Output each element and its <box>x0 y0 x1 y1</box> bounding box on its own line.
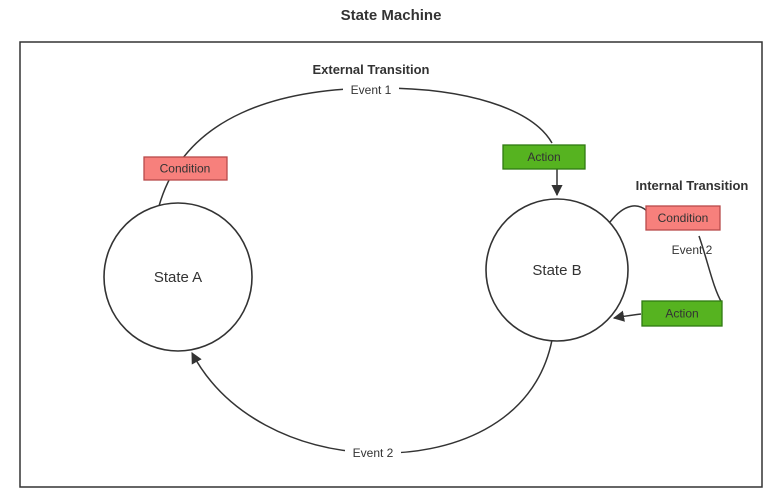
diagram-title: State Machine <box>341 7 442 24</box>
state-a-node <box>103 202 253 352</box>
external-action-box <box>502 144 586 170</box>
internal-action-box <box>641 300 723 327</box>
internal-condition-label: Condition <box>658 211 709 225</box>
return-event2-label-backing <box>345 446 401 460</box>
internal-event2-label: Event 2 <box>672 243 713 257</box>
internal-transition-heading: Internal Transition <box>636 178 749 193</box>
event1-label: Event 1 <box>351 83 392 97</box>
internal-transition-arrow-to-state-b <box>612 310 642 322</box>
state-b-node <box>485 198 629 342</box>
external-action-label: Action <box>527 150 560 164</box>
state-a-label: State A <box>154 269 202 286</box>
internal-condition-box <box>645 205 721 231</box>
internal-transition-curve-to-action <box>698 235 723 304</box>
return-event2-label: Event 2 <box>353 446 394 460</box>
event1-label-backing <box>343 82 399 97</box>
external-transition-heading: External Transition <box>312 62 429 77</box>
internal-transition-curve-to-condition <box>609 205 648 223</box>
external-condition-label: Condition <box>160 162 211 176</box>
state-b-label: State B <box>532 262 581 279</box>
internal-action-label: Action <box>665 307 698 321</box>
external-condition-box <box>143 156 228 181</box>
